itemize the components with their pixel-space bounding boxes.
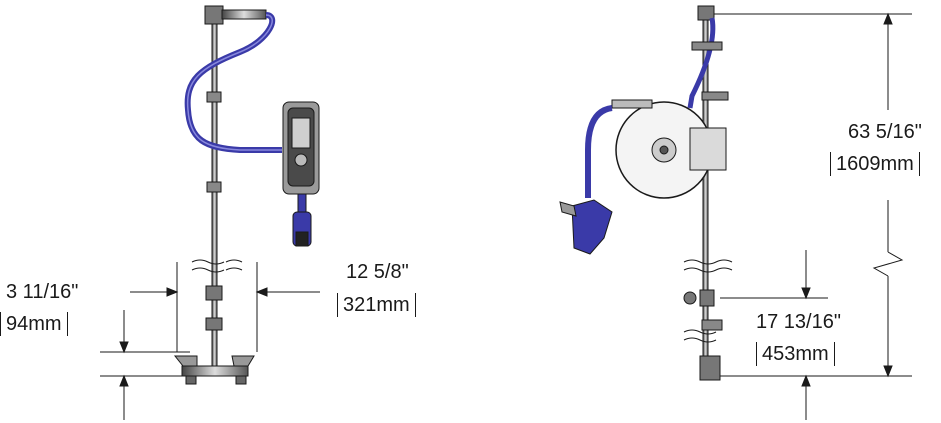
top-fitting (204, 5, 224, 25)
front-view (100, 5, 320, 420)
faucet-body (181, 365, 249, 377)
hose (184, 12, 282, 153)
wall-bracket (206, 181, 222, 193)
spray-valve (571, 199, 613, 255)
height-total-imperial: 63 5/16" (848, 121, 922, 143)
width-metric: 321mm (337, 293, 416, 317)
faucet-body (699, 355, 721, 381)
wall-bracket (206, 91, 222, 103)
offset-metric: 94mm (0, 312, 68, 336)
height-total-metric: 1609mm (830, 152, 920, 176)
height-lower-imperial: 17 13/16" (756, 311, 841, 333)
side-view (559, 5, 912, 420)
top-fitting (697, 5, 715, 21)
hose (687, 17, 716, 109)
width-imperial: 12 5/8" (346, 261, 409, 283)
offset-imperial: 3 11/16" (6, 281, 79, 303)
height-lower-metric: 453mm (756, 342, 835, 366)
